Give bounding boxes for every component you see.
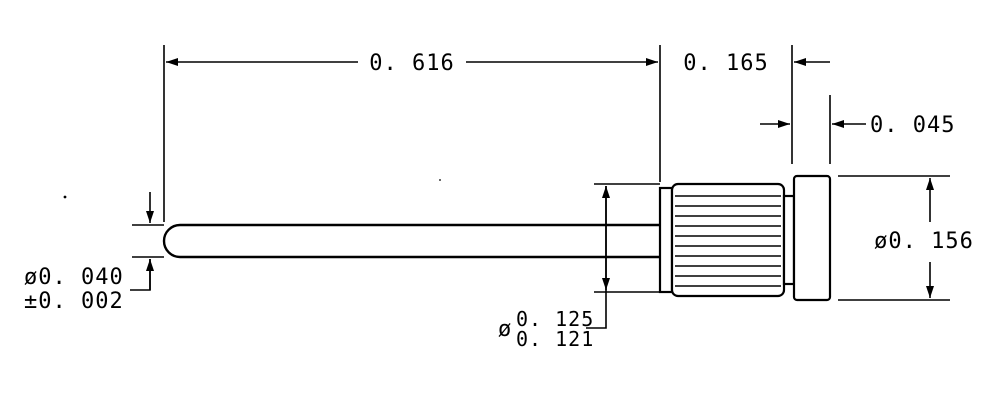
dim-0616-label: 0. 616 — [369, 51, 454, 76]
dim-0045-label: 0. 045 — [870, 113, 955, 138]
dim-0125: ø 0. 125 0. 121 — [498, 186, 610, 351]
dim-0040: ø0. 040 ±0. 002 — [24, 192, 154, 314]
dim-0040-label: ø0. 040 — [24, 265, 124, 290]
dim-0045: 0. 045 — [760, 113, 955, 138]
extension-lines — [132, 45, 950, 301]
scan-speck — [63, 195, 67, 199]
dim-0125-symbol: ø — [498, 317, 512, 342]
dim-0156-label: ø0. 156 — [874, 229, 974, 254]
dim-0125-min: 0. 121 — [516, 327, 594, 351]
part-outline — [162, 174, 832, 302]
dim-0165: 0. 165 — [683, 51, 830, 76]
knurled-section — [670, 182, 786, 298]
flange — [792, 174, 832, 302]
neck — [782, 194, 796, 286]
dim-0165-label: 0. 165 — [683, 51, 768, 76]
dim-0156: ø0. 156 — [874, 178, 974, 298]
dim-0040-tolerance: ±0. 002 — [24, 289, 124, 314]
pin-body — [162, 223, 660, 259]
scan-speck — [439, 179, 441, 181]
collar — [658, 186, 674, 294]
knurl-lines — [675, 195, 781, 287]
dim-0125-max: 0. 125 — [516, 307, 594, 331]
dim-0616: 0. 616 — [166, 51, 658, 76]
